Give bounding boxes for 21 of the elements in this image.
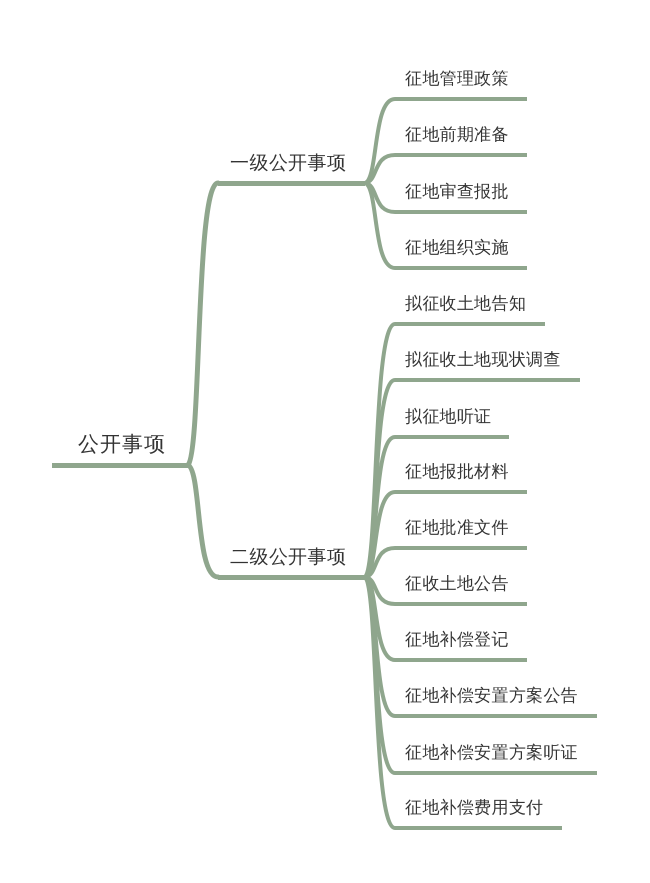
subtopic: 征地审查报批 (395, 180, 527, 214)
main-topic: 二级公开事项 (218, 544, 365, 580)
subtopic: 征地补偿安置方案听证 (395, 741, 597, 775)
subtopic: 征收土地公告 (395, 572, 527, 606)
branch-line (186, 180, 220, 468)
subtopic: 征地管理政策 (395, 67, 527, 101)
subtopic: 征地组织实施 (395, 236, 527, 270)
branch-line (363, 153, 397, 185)
subtopic: 拟征地听证 (395, 405, 509, 439)
branch-line (363, 181, 397, 214)
subtopic: 征地批准文件 (395, 516, 527, 550)
subtopic: 征地补偿登记 (395, 628, 527, 662)
branch-line (186, 462, 220, 580)
subtopic: 征地报批材料 (395, 460, 527, 494)
main-topic: 一级公开事项 (218, 150, 365, 186)
subtopic: 征地前期准备 (395, 123, 527, 157)
subtopic: 拟征收土地现状调查 (395, 348, 580, 382)
subtopic: 征地补偿安置方案公告 (395, 684, 597, 718)
subtopic: 征地补偿费用支付 (395, 796, 562, 830)
central-topic: 公开事项 (52, 432, 188, 468)
subtopic: 拟征收土地告知 (395, 292, 545, 326)
